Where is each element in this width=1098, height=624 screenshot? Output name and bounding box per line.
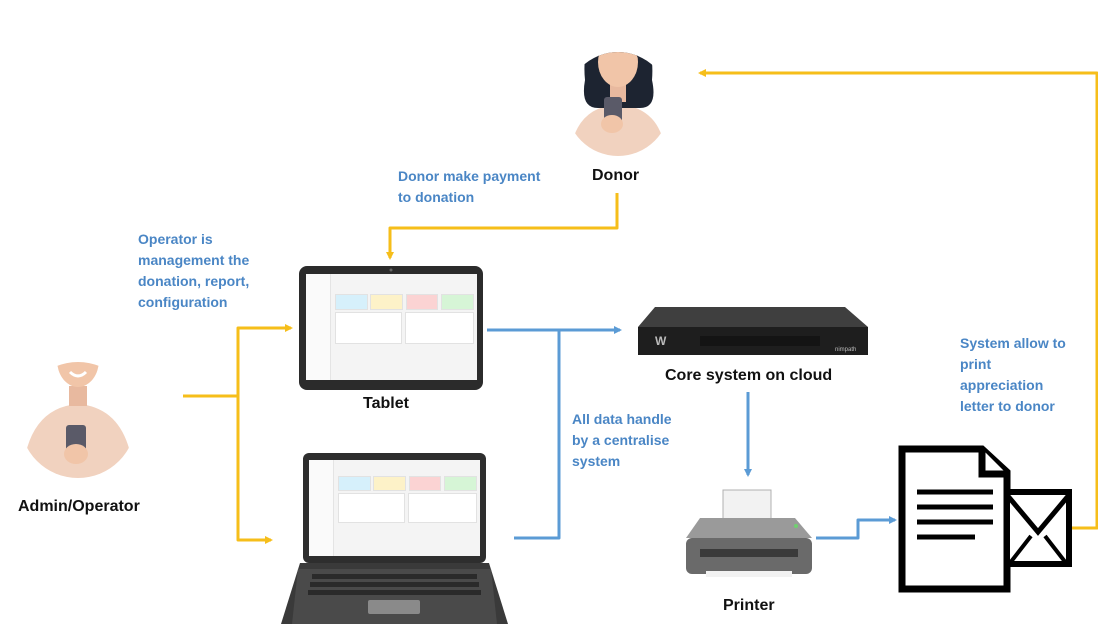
- tablet-label: Tablet: [363, 395, 409, 412]
- edge-donor-tablet: [386, 193, 619, 260]
- letter-icon: [898, 445, 1072, 593]
- operator-label: Admin/Operator: [18, 498, 140, 515]
- note-appreciation: System allow to print appreciation lette…: [960, 335, 1066, 414]
- edge-laptop-core: [514, 330, 561, 540]
- server-brand: nimpath: [835, 347, 856, 353]
- operator-avatar: [20, 362, 136, 478]
- edge-printer-letter: [816, 516, 897, 540]
- note-centralise: All data handle by a centralise system: [572, 411, 672, 469]
- core-label: Core system on cloud: [665, 367, 833, 384]
- edge-operator-laptop: [236, 396, 273, 544]
- note-donor-payment: Donor make payment to donation: [398, 168, 541, 205]
- printer-label: Printer: [723, 597, 775, 614]
- printer-icon: [686, 489, 812, 577]
- edge-operator-tablet: [183, 324, 293, 398]
- laptop-screen: [309, 460, 480, 556]
- server-logo: W: [655, 334, 667, 348]
- core-server: W nimpath: [638, 307, 868, 355]
- edge-letter-donor: [698, 69, 1098, 530]
- tablet-screen: [306, 274, 477, 380]
- note-operator-management: Operator is management the donation, rep…: [138, 231, 250, 310]
- donor-avatar: [566, 52, 670, 156]
- donor-label: Donor: [592, 167, 640, 184]
